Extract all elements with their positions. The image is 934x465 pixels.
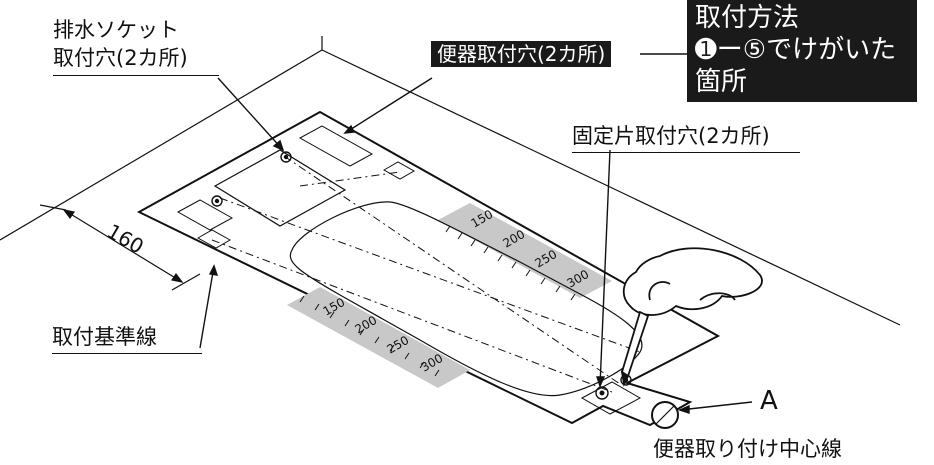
fixing-piece-underline	[572, 152, 800, 153]
scale-ticks-lower	[299, 295, 440, 377]
installation-method-box: 取付方法 ➊ー⑤でけがいた 箇所	[687, 0, 917, 102]
drain-socket-holes-label-line2: 取付穴(2カ所)	[53, 46, 188, 70]
leader-lines	[199, 53, 753, 414]
fixing-piece-holes-label: 固定片取付穴(2カ所)	[572, 124, 770, 148]
reference-line-underline	[52, 353, 202, 354]
drain-socket-plate	[213, 149, 347, 227]
scale-ticks-upper	[445, 225, 576, 301]
drain-socket-underline	[53, 75, 219, 76]
toilet-mount-holes-label: 便器取付穴(2カ所)	[431, 41, 612, 67]
marker-a-label: A	[760, 386, 778, 416]
hand-with-pencil	[620, 247, 763, 387]
drain-socket-holes-label-line1: 排水ソケット	[53, 18, 179, 42]
dashed-guide-lines	[211, 155, 641, 393]
method-box-line2: ➊ー⑤でけがいた	[695, 35, 897, 65]
center-line-label: 便器取り付け中心線	[653, 437, 842, 461]
dimension-160	[39, 204, 201, 291]
center-line-mark	[655, 405, 675, 425]
method-box-line3: 箇所	[695, 67, 748, 97]
dimension-160-label: 160	[103, 219, 148, 259]
hole-markers	[211, 151, 632, 400]
reference-line-label: 取付基準線	[52, 325, 157, 349]
paper-template	[136, 110, 721, 427]
toilet-outline	[289, 201, 643, 397]
method-box-line1: 取付方法	[695, 3, 800, 33]
floor-perspective-lines	[0, 36, 901, 326]
